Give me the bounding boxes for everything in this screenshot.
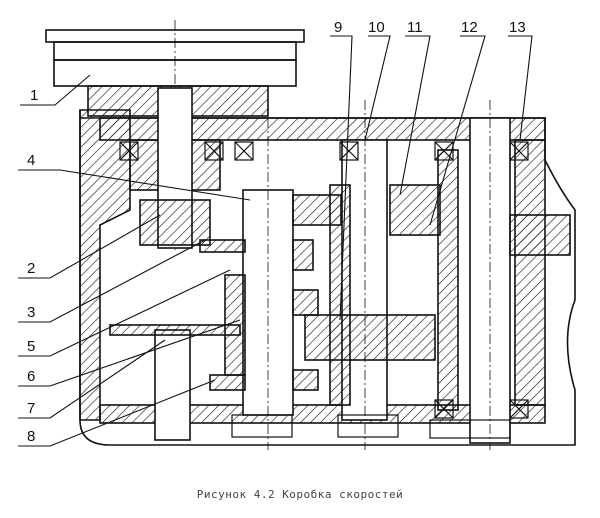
part-label-11: 11 <box>407 19 423 36</box>
part-label-4: 4 <box>27 152 35 169</box>
part-label-10: 10 <box>368 19 385 36</box>
figure-caption: Рисунок 4.2 Коробка скоростей <box>196 488 404 501</box>
part-label-8: 8 <box>27 428 35 445</box>
part-label-6: 6 <box>27 368 35 385</box>
part-label-12: 12 <box>461 19 478 36</box>
part-label-2: 2 <box>27 260 35 277</box>
part-label-3: 3 <box>27 304 35 321</box>
part-label-13: 13 <box>509 19 526 36</box>
part-label-7: 7 <box>27 400 35 417</box>
part-labels: 1 2 3 4 5 6 7 8 9 10 11 12 13 <box>27 19 526 445</box>
part-label-5: 5 <box>27 338 35 355</box>
part-label-9: 9 <box>334 19 342 36</box>
part-label-1: 1 <box>30 87 38 104</box>
